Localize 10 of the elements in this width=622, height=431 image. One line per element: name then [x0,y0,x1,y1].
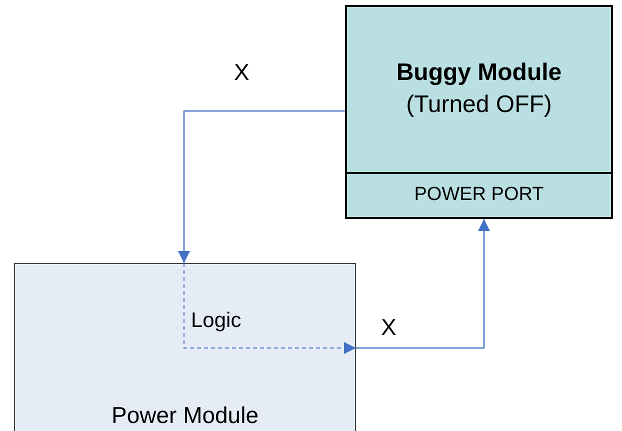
logic-label: Logic [191,308,242,334]
arrow [184,262,356,354]
node-title: POWER PORT [414,183,544,208]
node-subtitle: (Turned OFF) [406,90,552,120]
node-title: Power Module [111,400,259,430]
node-title: Buggy Module [396,58,562,88]
module-box [14,263,356,431]
arrow [356,219,490,349]
arrow [178,110,345,263]
module-box [345,5,613,219]
